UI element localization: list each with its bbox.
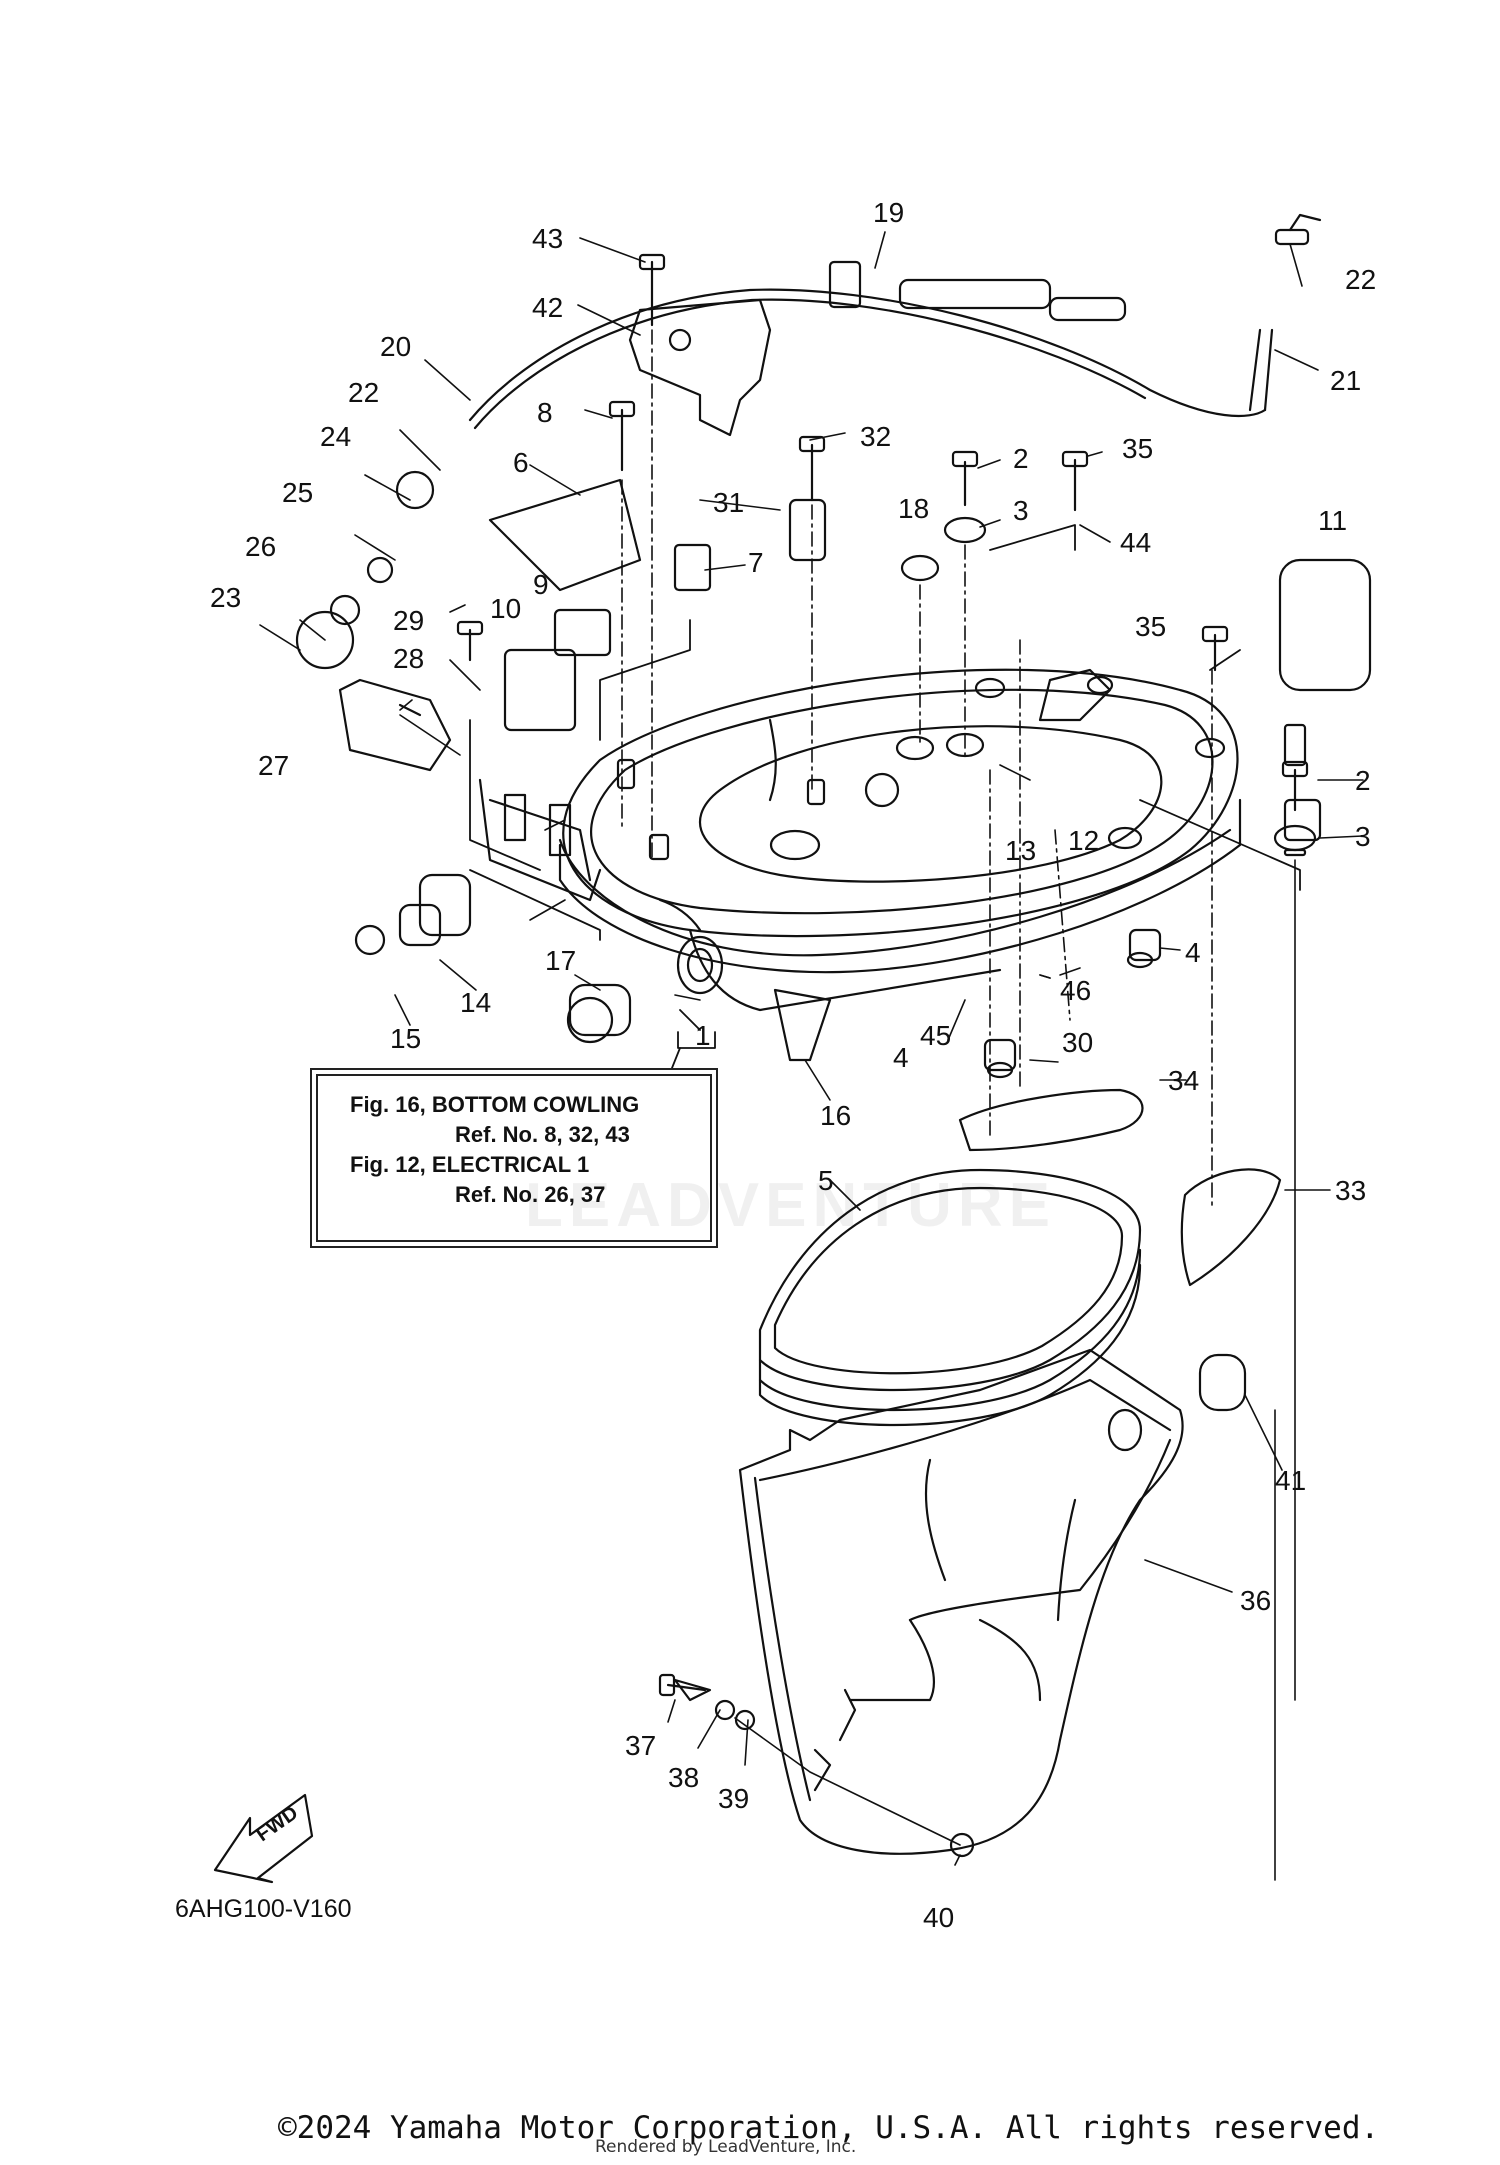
callout-27: 27 bbox=[258, 750, 289, 781]
grouping-brackets bbox=[469, 524, 1301, 1069]
callout-3: 3 bbox=[1355, 821, 1371, 852]
reference-line: Fig. 12, ELECTRICAL 1 bbox=[350, 1152, 590, 1177]
callout-29: 29 bbox=[393, 605, 424, 636]
rendered-by: Rendered by LeadVenture, Inc. bbox=[595, 2137, 857, 2157]
callout-8: 8 bbox=[537, 397, 553, 428]
callout-30: 30 bbox=[1062, 1027, 1093, 1058]
callout-37: 37 bbox=[625, 1730, 656, 1761]
bottom-cowling-tray bbox=[478, 668, 1242, 1012]
callout-39: 39 bbox=[718, 1783, 749, 1814]
callout-44: 44 bbox=[1120, 527, 1151, 558]
callout-10: 10 bbox=[490, 593, 521, 624]
bracket bbox=[628, 298, 772, 437]
reference-line: Ref. No. 26, 37 bbox=[455, 1182, 606, 1207]
reference-box: Fig. 16, BOTTOM COWLING Ref. No. 8, 32, … bbox=[310, 1068, 718, 1248]
callout-2: 2 bbox=[1013, 443, 1029, 474]
callout-42: 42 bbox=[532, 292, 563, 323]
callout-46: 46 bbox=[1060, 975, 1091, 1006]
callout-9: 9 bbox=[533, 569, 549, 600]
callout-45: 45 bbox=[920, 1020, 951, 1051]
callout-40: 40 bbox=[923, 1902, 954, 1933]
callout-23: 23 bbox=[210, 582, 241, 613]
callout-28: 28 bbox=[393, 643, 424, 674]
callout-43: 43 bbox=[532, 223, 563, 254]
callout-20: 20 bbox=[380, 331, 411, 362]
callout-35: 35 bbox=[1122, 433, 1153, 464]
watermark: LEADVENTURE bbox=[525, 1171, 1057, 1240]
gasket-seal bbox=[758, 1168, 1142, 1427]
callout-18: 18 bbox=[898, 493, 929, 524]
callout-6: 6 bbox=[513, 447, 529, 478]
callout-14: 14 bbox=[460, 987, 491, 1018]
plate bbox=[488, 478, 642, 592]
fwd-arrow bbox=[213, 1793, 314, 1884]
callout-4: 4 bbox=[1185, 937, 1201, 968]
callout-3: 3 bbox=[1013, 495, 1029, 526]
callout-4: 4 bbox=[893, 1042, 909, 1073]
drawing-code: 6AHG100-V160 bbox=[175, 1895, 352, 1923]
callout-38: 38 bbox=[668, 1762, 699, 1793]
assembly-leaders bbox=[621, 329, 1296, 1881]
callout-33: 33 bbox=[1335, 1175, 1366, 1206]
callout-2: 2 bbox=[1355, 765, 1371, 796]
fasteners bbox=[398, 253, 1317, 1697]
callout-16: 16 bbox=[820, 1100, 851, 1131]
copyright-notice: ©2024 Yamaha Motor Corporation, U.S.A. A… bbox=[278, 2110, 1380, 2146]
lower-cowling-cover bbox=[738, 1348, 1184, 1855]
callout-15: 15 bbox=[390, 1023, 421, 1054]
callout-22: 22 bbox=[348, 377, 379, 408]
fwd-label: FWD bbox=[252, 1802, 302, 1846]
callout-31: 31 bbox=[713, 487, 744, 518]
callout-24: 24 bbox=[320, 421, 351, 452]
callout-1: 1 bbox=[695, 1020, 711, 1051]
callout-21: 21 bbox=[1330, 365, 1361, 396]
callout-leaders bbox=[259, 231, 1364, 1866]
reference-line: Fig. 16, BOTTOM COWLING bbox=[350, 1092, 640, 1117]
callout-13: 13 bbox=[1005, 835, 1036, 866]
callout-36: 36 bbox=[1240, 1585, 1271, 1616]
callout-34: 34 bbox=[1168, 1065, 1199, 1096]
callout-35: 35 bbox=[1135, 611, 1166, 642]
callout-12: 12 bbox=[1068, 825, 1099, 856]
reference-line: Ref. No. 8, 32, 43 bbox=[455, 1122, 630, 1147]
callout-22: 22 bbox=[1345, 264, 1376, 295]
callout-25: 25 bbox=[282, 477, 313, 508]
cable-hose bbox=[468, 213, 1322, 430]
callout-41: 41 bbox=[1275, 1465, 1306, 1496]
callout-26: 26 bbox=[245, 531, 276, 562]
callout-5: 5 bbox=[818, 1165, 834, 1196]
callout-7: 7 bbox=[748, 547, 764, 578]
callout-19: 19 bbox=[873, 197, 904, 228]
callout-11: 11 bbox=[1318, 505, 1347, 536]
callout-17: 17 bbox=[545, 945, 576, 976]
callout-32: 32 bbox=[860, 421, 891, 452]
